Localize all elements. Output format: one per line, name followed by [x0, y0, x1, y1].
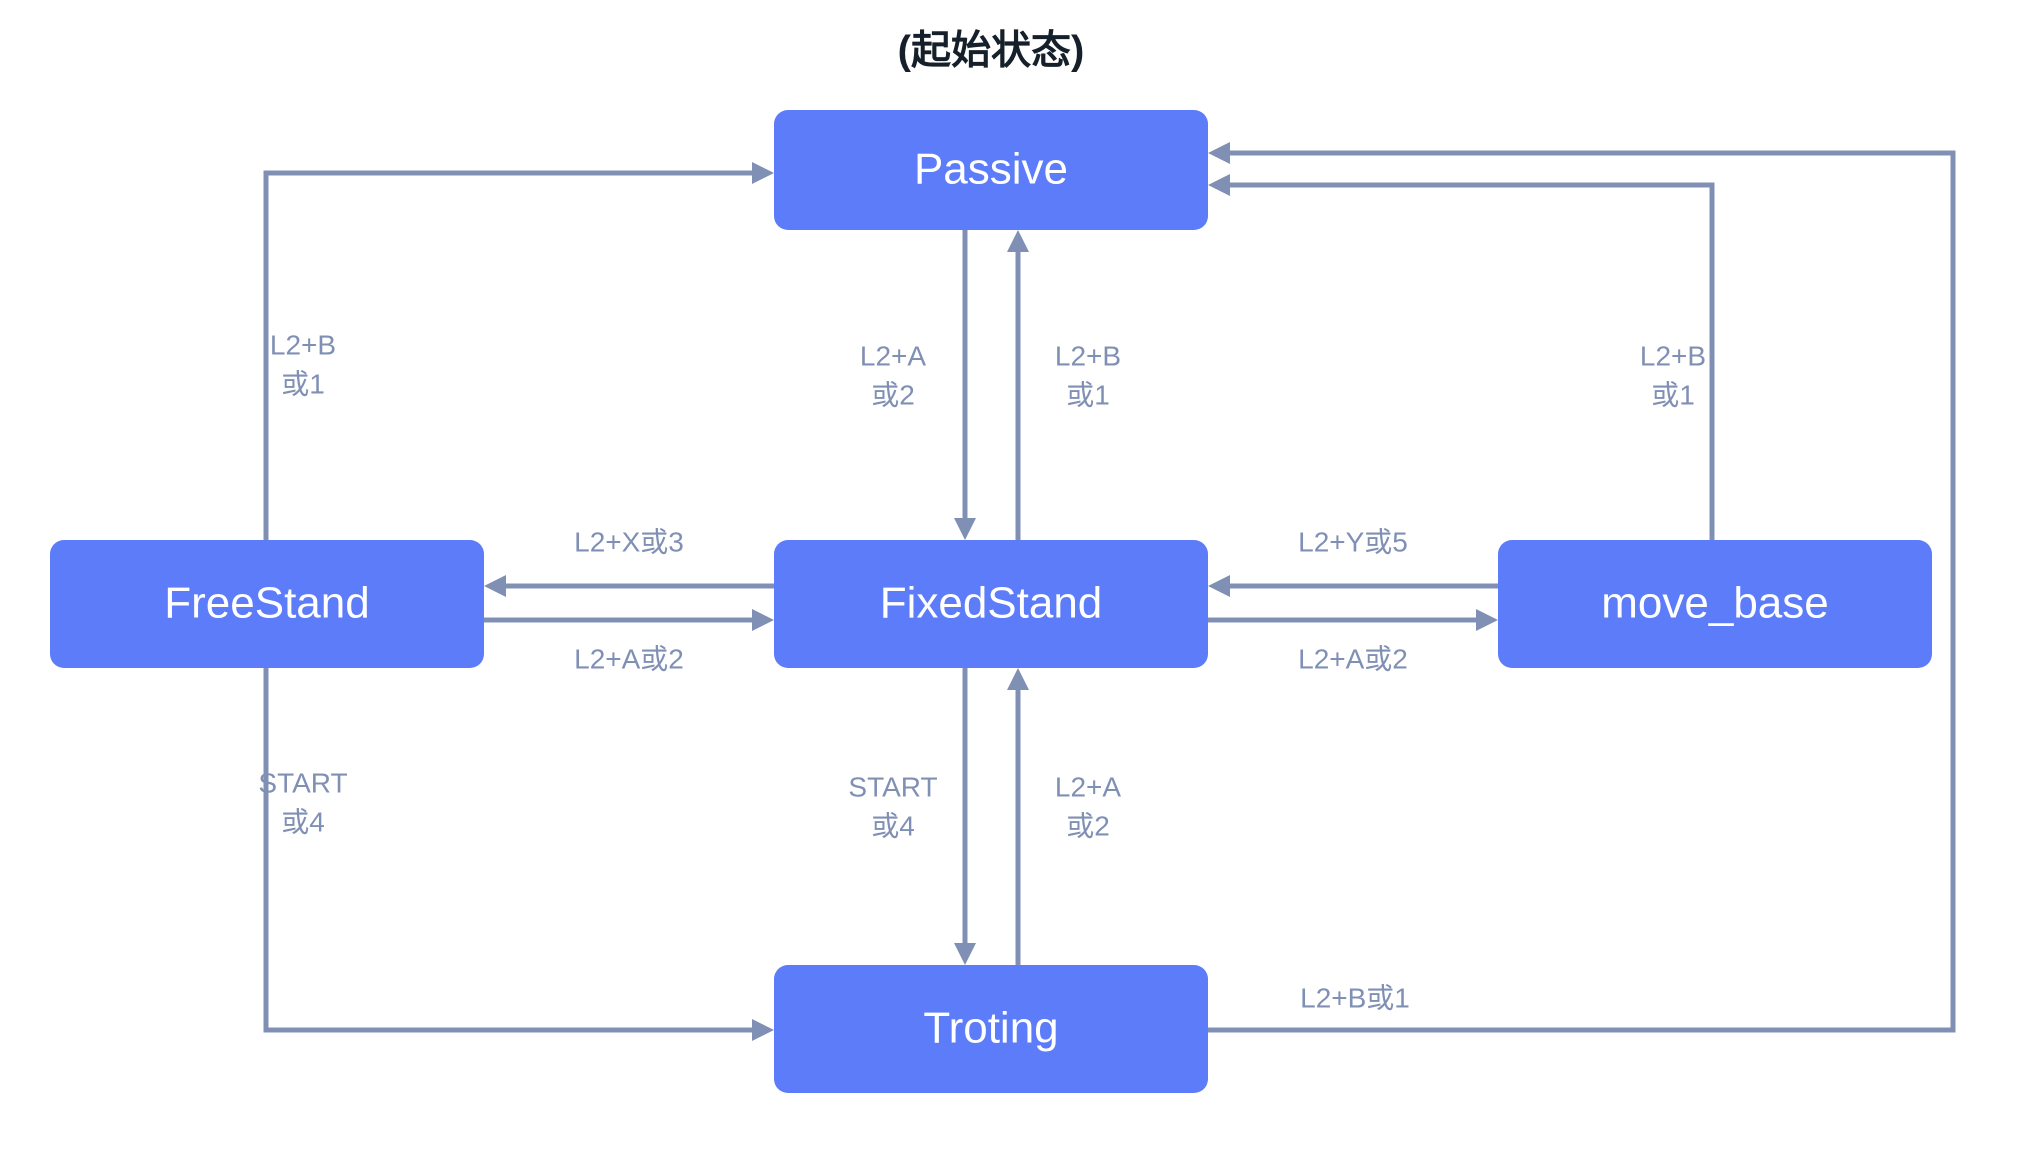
- node-freestand-label: FreeStand: [164, 579, 369, 628]
- node-fixedstand-label: FixedStand: [880, 579, 1103, 628]
- node-freestand[interactable]: FreeStand: [50, 540, 484, 668]
- arrow-head-icon: [752, 609, 774, 631]
- edge-label: L2+B或1: [1300, 982, 1410, 1013]
- node-troting-label: Troting: [923, 1004, 1058, 1053]
- edge-freestand-to-troting: START 或4: [258, 668, 774, 1041]
- edge-label-line1: L2+B: [1055, 340, 1121, 371]
- edge-path: [263, 668, 760, 1033]
- node-passive[interactable]: Passive: [774, 110, 1208, 230]
- arrow-head-icon: [1007, 230, 1029, 252]
- page-title: (起始状态): [898, 29, 1085, 73]
- edge-path: [263, 170, 760, 540]
- edge-label-line2: 或2: [871, 379, 915, 410]
- edge-passive-to-fixedstand: L2+A 或2: [860, 230, 976, 540]
- arrow-head-icon: [1007, 668, 1029, 690]
- arrow-head-icon: [1208, 174, 1230, 196]
- edge-fixedstand-to-movebase: L2+A或2: [1208, 609, 1498, 674]
- arrow-head-icon: [1208, 575, 1230, 597]
- edge-label-line1: START: [258, 767, 347, 798]
- edge-label-line1: L2+B: [1640, 340, 1706, 371]
- node-freestand-box[interactable]: [50, 540, 484, 668]
- node-fixedstand-box[interactable]: [774, 540, 1208, 668]
- node-passive-label: Passive: [914, 145, 1068, 194]
- edge-label: L2+A或2: [574, 643, 684, 674]
- edge-fixedstand-to-troting: START 或4: [848, 668, 976, 965]
- edge-freestand-to-passive: L2+B 或1: [263, 162, 774, 540]
- arrow-head-icon: [484, 575, 506, 597]
- arrow-head-icon: [954, 943, 976, 965]
- edge-label-line2: 或1: [1651, 379, 1695, 410]
- edge-label: L2+A或2: [1298, 643, 1408, 674]
- edge-label-line2: 或4: [281, 806, 325, 837]
- edge-fixedstand-to-freestand: L2+X或3: [484, 526, 774, 597]
- arrow-head-icon: [1476, 609, 1498, 631]
- edge-label-line2: 或1: [281, 368, 325, 399]
- edge-troting-to-fixedstand: L2+A 或2: [1007, 668, 1121, 965]
- edge-fixedstand-to-passive: L2+B 或1: [1007, 230, 1121, 540]
- edge-label-line2: 或4: [871, 810, 915, 841]
- arrow-head-icon: [1208, 142, 1230, 164]
- edge-label-line1: L2+A: [860, 340, 926, 371]
- arrow-head-icon: [752, 162, 774, 184]
- edge-path: [1222, 182, 1715, 540]
- node-troting-box[interactable]: [774, 965, 1208, 1093]
- edge-label-line1: L2+A: [1055, 771, 1121, 802]
- arrow-head-icon: [954, 518, 976, 540]
- edge-label: L2+Y或5: [1298, 526, 1408, 557]
- edge-label-line2: 或1: [1066, 379, 1110, 410]
- edge-freestand-to-fixedstand: L2+A或2: [484, 609, 774, 674]
- node-move-base-label: move_base: [1601, 579, 1828, 628]
- node-fixedstand[interactable]: FixedStand: [774, 540, 1208, 668]
- edge-label-line1: START: [848, 771, 937, 802]
- edge-movebase-to-passive: L2+B 或1: [1208, 174, 1715, 540]
- edge-path: [1208, 150, 1956, 1033]
- arrow-head-icon: [752, 1019, 774, 1041]
- node-move-base-box[interactable]: [1498, 540, 1932, 668]
- node-troting[interactable]: Troting: [774, 965, 1208, 1093]
- node-move-base[interactable]: move_base: [1498, 540, 1932, 668]
- edge-label-line2: 或2: [1066, 810, 1110, 841]
- edge-movebase-to-fixedstand: L2+Y或5: [1208, 526, 1498, 597]
- node-passive-box[interactable]: [774, 110, 1208, 230]
- edge-label: L2+X或3: [574, 526, 684, 557]
- edge-troting-to-passive: L2+B 或1: [1208, 142, 1956, 1033]
- edge-label-line1: L2+B: [270, 329, 336, 360]
